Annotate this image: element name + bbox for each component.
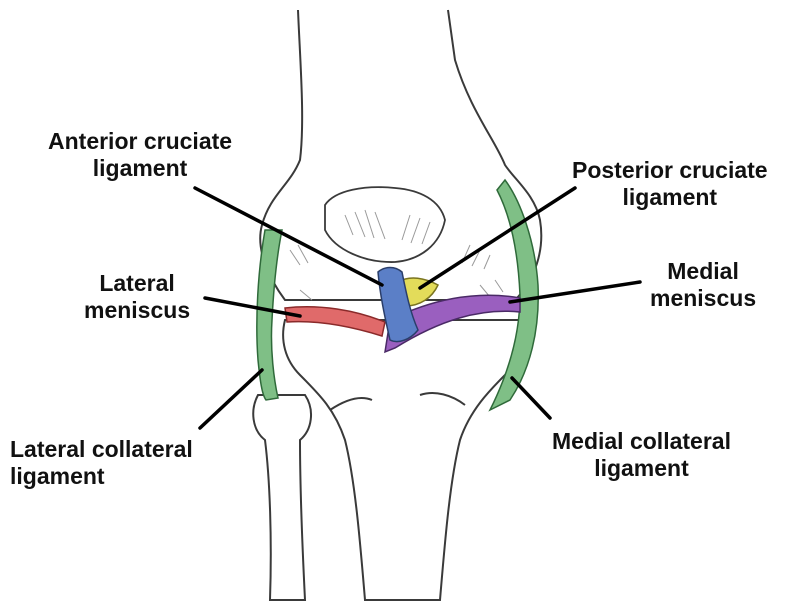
label-lateral-meniscus: Lateral meniscus bbox=[84, 270, 190, 324]
label-posterior-cruciate-ligament: Posterior cruciate ligament bbox=[572, 157, 768, 211]
lcl-line1: Lateral collateral bbox=[10, 436, 193, 463]
acl-line2: ligament bbox=[48, 155, 232, 182]
tibia bbox=[283, 320, 522, 600]
pcl-line2: ligament bbox=[572, 184, 768, 211]
mcl-line2: ligament bbox=[552, 455, 731, 482]
medial-meniscus-line2: meniscus bbox=[650, 285, 756, 312]
medial-meniscus-line1: Medial bbox=[650, 258, 756, 285]
mcl-line1: Medial collateral bbox=[552, 428, 731, 455]
label-anterior-cruciate-ligament: Anterior cruciate ligament bbox=[48, 128, 232, 182]
lateral-meniscus-line2: meniscus bbox=[84, 297, 190, 324]
label-medial-collateral-ligament: Medial collateral ligament bbox=[552, 428, 731, 482]
fibula bbox=[253, 395, 311, 600]
pcl-line1: Posterior cruciate bbox=[572, 157, 768, 184]
lateral-meniscus-line1: Lateral bbox=[84, 270, 190, 297]
lcl-line2: ligament bbox=[10, 463, 193, 490]
lateral-collateral-ligament-shape bbox=[257, 230, 282, 400]
mcl-leader bbox=[512, 378, 550, 418]
label-medial-meniscus: Medial meniscus bbox=[650, 258, 756, 312]
acl-line1: Anterior cruciate bbox=[48, 128, 232, 155]
label-lateral-collateral-ligament: Lateral collateral ligament bbox=[10, 436, 193, 490]
